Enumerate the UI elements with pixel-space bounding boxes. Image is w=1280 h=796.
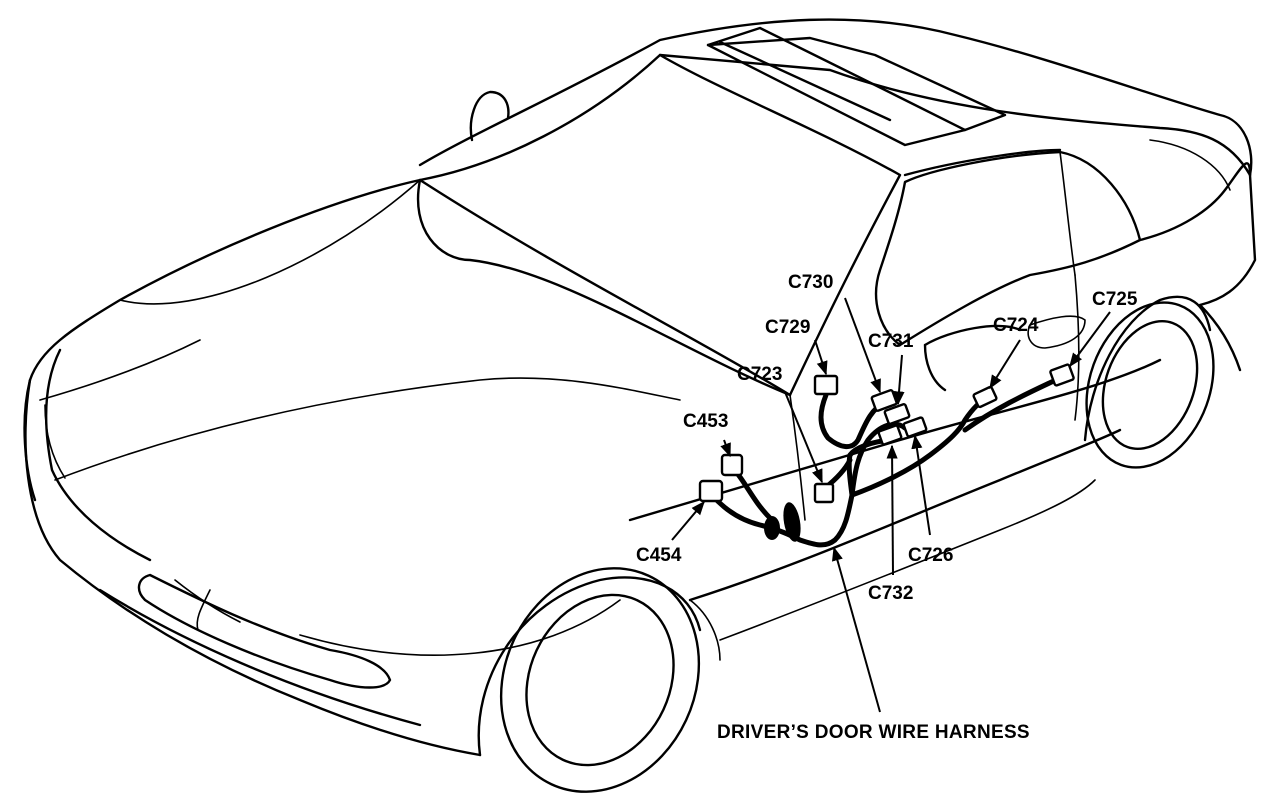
label-c726: C726 [908,545,953,566]
leader-lines [671,297,1111,713]
rear-wheel [1083,295,1215,469]
connector-c724-body [972,385,998,409]
connector-c732-body [877,424,903,446]
connector-c731-body [883,403,911,425]
label-c454: C454 [636,545,682,566]
connector-c723-body [813,482,835,504]
label-c731: C731 [868,331,914,352]
label-c729: C729 [765,317,810,338]
door-wire-harness [709,375,1063,548]
label-c453: C453 [683,411,728,432]
label-c724: C724 [993,315,1039,336]
connector-c453-body [720,453,744,477]
harness-label: DRIVER’S DOOR WIRE HARNESS [717,722,1030,743]
connector-c726-body [902,416,928,438]
connector-c725-body [1049,363,1075,387]
connector-c729-body [813,374,839,396]
connector-c454-body [698,479,724,503]
label-c723: C723 [737,364,782,385]
label-c730: C730 [788,272,833,293]
car-body [23,18,1257,757]
label-c732: C732 [868,583,913,604]
label-c725: C725 [1092,289,1138,310]
front-wheel [477,567,721,793]
